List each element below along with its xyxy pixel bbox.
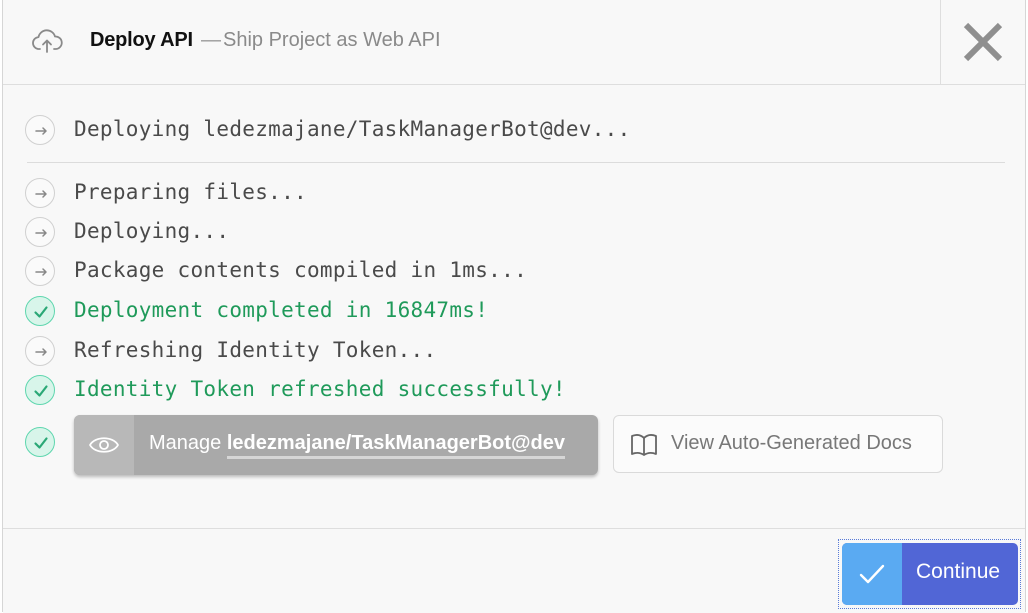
- title-separator: —: [201, 29, 221, 51]
- modal-subtitle: Ship Project as Web API: [223, 29, 441, 51]
- log-heading-line: Deploying ledezmajane/TaskManagerBot@dev…: [25, 115, 1005, 147]
- manage-project-button[interactable]: Manage ledezmajane/TaskManagerBot@dev: [74, 415, 598, 475]
- close-icon: [963, 22, 1003, 62]
- arrow-right-icon: [25, 256, 55, 286]
- docs-label: View Auto-Generated Docs: [671, 432, 912, 454]
- log-text: Package contents compiled in 1ms...: [74, 258, 528, 282]
- modal-footer: Continue: [3, 528, 1025, 613]
- check-circle-icon: [25, 375, 55, 405]
- modal-header: Deploy API — Ship Project as Web API: [3, 0, 1025, 85]
- cloud-upload-icon: [31, 28, 63, 54]
- manage-target: ledezmajane/TaskManagerBot@dev: [226, 432, 565, 459]
- modal-title: Deploy API: [90, 29, 193, 51]
- check-icon: [842, 543, 902, 605]
- arrow-right-icon: [25, 217, 55, 247]
- log-line: Package contents compiled in 1ms...: [25, 256, 1005, 288]
- log-line: Preparing files...: [25, 178, 1005, 210]
- log-line: Deployment completed in 16847ms!: [25, 296, 1005, 328]
- continue-focus-ring: [838, 539, 1021, 609]
- view-docs-button[interactable]: View Auto-Generated Docs: [613, 415, 943, 473]
- arrow-right-icon: [25, 336, 55, 366]
- manage-label: Manage ledezmajane/TaskManagerBot@dev: [149, 432, 565, 459]
- log-text: Refreshing Identity Token...: [74, 338, 437, 362]
- log-line: Refreshing Identity Token...: [25, 336, 1005, 368]
- log-line: Identity Token refreshed successfully!: [25, 375, 1005, 407]
- actions-line: [25, 427, 65, 459]
- continue-label: Continue: [916, 560, 1001, 583]
- log-line: Deploying...: [25, 217, 1005, 249]
- book-icon: [631, 434, 657, 456]
- log-text: Preparing files...: [74, 180, 307, 204]
- log-text: Deploying...: [74, 219, 230, 243]
- manage-prefix: Manage: [149, 432, 222, 454]
- arrow-right-icon: [25, 115, 55, 145]
- log-text-success: Identity Token refreshed successfully!: [74, 377, 566, 401]
- log-text-success: Deployment completed in 16847ms!: [74, 298, 489, 322]
- check-circle-icon: [25, 427, 55, 457]
- continue-button[interactable]: Continue: [842, 543, 1018, 605]
- arrow-right-icon: [25, 178, 55, 208]
- log-divider: [27, 162, 1005, 163]
- close-button[interactable]: [940, 0, 1025, 84]
- eye-icon: [74, 415, 134, 475]
- log-heading: Deploying ledezmajane/TaskManagerBot@dev…: [74, 117, 631, 141]
- check-circle-icon: [25, 296, 55, 326]
